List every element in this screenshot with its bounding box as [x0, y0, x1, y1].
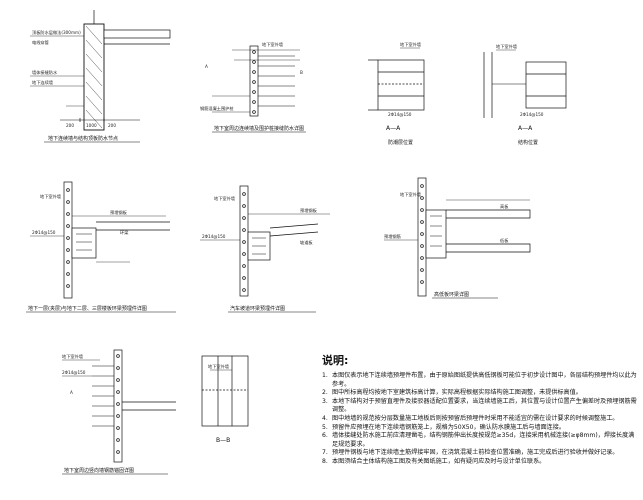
note-item: 8.本图须结合主体结构施工图及有关图纸施工，如有疑问应及时与设计单位联系。: [322, 457, 546, 465]
label-rebar-aa1: 2Φ14@150: [388, 112, 412, 117]
note-text: 图中地墙的规范按分层数量施工地板后则按预留后预埋件时采用不能适宜的需在设计要求的…: [332, 414, 619, 422]
caption-detail-1: 地下连续墙与结构顶板防水节点: [48, 135, 118, 142]
detail-perimeter-pile: A B 地下室外墙 钢筋混凝土围护桩 地下室周边连续墙及围护桩接缝防水详图: [200, 41, 306, 133]
section-mark-a-d8: A: [70, 390, 73, 395]
label-wall-d8: 地下室外墙: [62, 353, 83, 360]
note-item: 4.图中地墙的规范按分层数量施工地板后则按预留后预埋件时采用不能适宜的需在设计要…: [322, 414, 619, 422]
detail-ring-beam-highlow: 地下室外墙 高板 低板 预埋钢筋 高低板环梁详图: [384, 177, 531, 299]
label-plate-d5: 预埋钢板: [110, 209, 128, 216]
note-text: 本地下结构对于预留直埋件及接驳器适配位置要求，当连续墙施工后，其位置与设计位置产…: [332, 397, 637, 414]
detail-vertical-anchor: 地下室外墙 2Φ14@150 A 地下室周边竖向墙钢筋锚固详图: [62, 349, 176, 475]
dim-1000: 1000: [86, 123, 97, 128]
caption-detail-6: 汽车坡道环梁预埋件详图: [230, 305, 285, 312]
label-wall-aa2: 地下室外墙: [496, 43, 517, 50]
label-pile: 钢筋混凝土围护桩: [200, 105, 234, 112]
label-low-slab: 低板: [500, 237, 509, 244]
label-rebar-d5: 2Φ14@150: [32, 230, 56, 235]
label-joint-waterproof: 墙体接缝防水: [32, 69, 58, 76]
detail-wall-roof-joint: 顶板防水层做法(300mm) 电线穿管 墙体接缝防水 地下连续墙 1000 20…: [30, 10, 171, 143]
note-item: 7.预埋件钢板与地下连续墙主筋焊接牢固，在浇筑混凝土前检查位置准确，施工完成后进…: [322, 449, 619, 457]
note-text: 预留件应预埋在地下连续墙钢筋笼上，规格为50X50，确认防水膜施工后与墙面连接。: [332, 423, 565, 431]
note-text: 墙体接缝处防水施工前应清理凿毛，结构钢筋伸出长度按规范≥35d，连接采用机械连接…: [332, 432, 635, 448]
caption-detail-3: 防潮层位置: [388, 139, 413, 146]
notes-panel: 说明: 1.本图仅表示地下连续墙预埋件布置，由于原始图纸提供高低钢板可能位于初步…: [322, 352, 638, 467]
caption-detail-5: 地下一层(夹层)与地下二层、三层楼板环梁预埋件详图: [28, 305, 147, 312]
detail-ring-beam-floor: 地下室外墙 预埋钢板 环梁 2Φ14@150 地下一层(夹层)与地下二层、三层楼…: [26, 181, 176, 313]
note-text: 本图须结合主体结构施工图及有关图纸施工，如有疑问应及时与设计单位联系。: [332, 457, 546, 465]
note-item: 3.本地下结构对于预留直埋件及接驳器适配位置要求，当连续墙施工后，其位置与设计位…: [322, 397, 637, 414]
note-item: 1.本图仅表示地下连续墙预埋件布置，由于原始图纸提供高低钢板可能位于初步设计图中…: [322, 372, 637, 388]
dim-200a: 200: [66, 123, 74, 128]
caption-detail-4: 结构位置: [518, 139, 538, 146]
caption-detail-2: 地下室周边连续墙及围护桩接缝防水详图: [214, 125, 304, 132]
label-basement-wall-2: 地下室外墙: [262, 41, 283, 48]
detail-ring-beam-ramp: 地下室外墙 预埋钢板 坡道板 2Φ14@150 汽车坡道环梁预埋件详图: [200, 185, 330, 313]
label-wall-d6: 地下室外墙: [214, 195, 235, 202]
section-bb: B—B: [216, 437, 230, 444]
dim-200b: 200: [108, 123, 116, 128]
label-roof-waterproof: 顶板防水层做法(300mm): [32, 29, 81, 36]
label-conduit: 电线穿管: [32, 39, 49, 46]
label-rebar-d7: 预埋钢筋: [384, 233, 401, 240]
label-wall-bb: 地下室外墙: [208, 363, 229, 370]
label-diaphragm-wall: 地下连续墙: [32, 79, 53, 86]
section-aa2: A—A: [518, 125, 533, 132]
label-high-slab: 高板: [500, 203, 509, 210]
section-aa1: A—A: [386, 125, 401, 132]
caption-detail-8: 地下室周边竖向墙钢筋锚固详图: [64, 467, 134, 474]
note-text: 预埋件钢板与地下连续墙主筋焊接牢固，在浇筑混凝土前检查位置准确，施工完成后进行验…: [332, 449, 619, 457]
caption-detail-7: 高低板环梁详图: [434, 291, 469, 298]
note-item: 2.图中所标高程均按地下室建筑标高计算，实际高程根据实际结构施工图调整，未提供标…: [322, 389, 582, 397]
label-ramp-d6: 坡道板: [300, 239, 313, 246]
section-mark-b: B: [300, 70, 303, 75]
label-rebar-aa2: 2Φ14@150: [520, 112, 544, 117]
notes-title: 说明:: [322, 354, 349, 367]
label-rebar-d6: 2Φ14@150: [202, 234, 226, 239]
label-rebar-d8: 2Φ14@150: [62, 370, 86, 375]
label-wall-d7: 地下室外墙: [400, 191, 421, 198]
label-wall-d5: 地下室外墙: [40, 193, 61, 200]
section-mark-a: A: [205, 64, 208, 69]
note-text: 图中所标高程均按地下室建筑标高计算，实际高程根据实际结构施工图调整，未提供标高值…: [332, 389, 582, 397]
label-wall-aa1: 地下室外墙: [400, 41, 421, 48]
detail-aa-damp: 地下室外墙 2Φ14@150 A—A 防潮层位置: [368, 41, 425, 146]
note-item: 6.墙体接缝处防水施工前应清理凿毛，结构钢筋伸出长度按规范≥35d，连接采用机械…: [322, 432, 638, 449]
detail-aa-struct: 地下室外墙 2Φ14@150 A—A 结构位置: [483, 43, 567, 146]
label-beam-d5: 环梁: [120, 229, 129, 236]
detail-bb: 地下室外墙 B—B: [201, 355, 249, 444]
note-text: 本图仅表示地下连续墙预埋件布置，由于原始图纸提供高低钢板可能位于初步设计图中，各…: [332, 372, 637, 388]
label-plate-d6: 预埋钢板: [300, 207, 318, 214]
note-item: 5.预留件应预埋在地下连续墙钢筋笼上，规格为50X50，确认防水膜施工后与墙面连…: [322, 423, 565, 431]
